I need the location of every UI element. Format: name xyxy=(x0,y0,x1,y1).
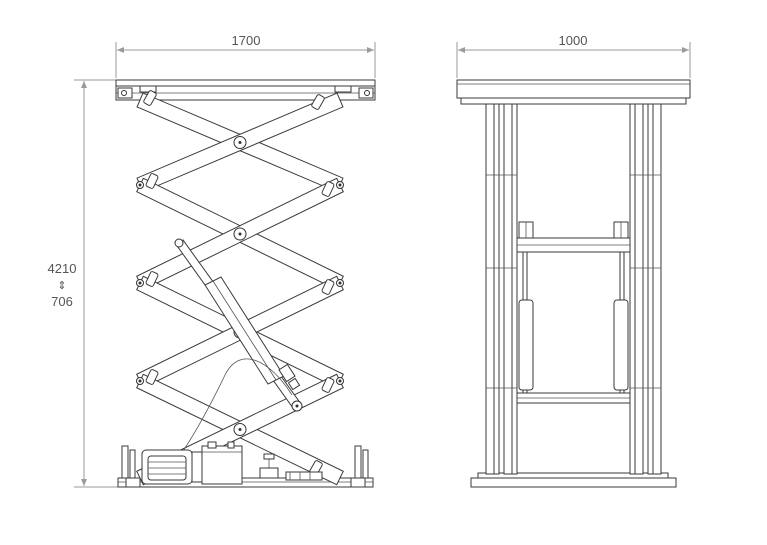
side-top-platform xyxy=(115,79,376,101)
scissor-center-pin-4-center xyxy=(238,428,242,431)
front-view xyxy=(456,79,691,488)
scissor-joint-right-3-center xyxy=(338,379,342,383)
front-width-label: 1000 xyxy=(559,33,588,48)
front-right-columns xyxy=(629,103,662,475)
dimension-height: 4210 ⇕ 706 xyxy=(48,79,118,488)
side-width-label: 1700 xyxy=(232,33,261,48)
scissor-joint-right-1-center xyxy=(338,183,342,187)
height-min-label: 706 xyxy=(51,294,73,309)
scissor-slot-left-1 xyxy=(145,173,159,189)
scissor-slot-left-3 xyxy=(145,369,159,385)
scissor-joint-left-2-center xyxy=(138,281,142,285)
scissor-joint-left-1-center xyxy=(138,183,142,187)
scissor-center-pin-1-center xyxy=(238,141,242,144)
front-top-platform xyxy=(456,79,691,105)
front-base-plate xyxy=(470,472,677,488)
height-range-icon: ⇕ xyxy=(57,279,66,292)
front-level-lines xyxy=(486,174,661,389)
scissor-slot-right-1 xyxy=(321,181,335,197)
power-unit xyxy=(141,441,323,485)
side-base-frame xyxy=(117,445,374,488)
dimension-front-width: 1000 xyxy=(456,33,691,78)
front-left-columns xyxy=(485,103,518,475)
scissor-center-pin-2-center xyxy=(238,232,242,236)
front-cylinder-frame xyxy=(516,221,631,404)
height-max-label: 4210 xyxy=(48,261,77,276)
scissor-joint-left-3-center xyxy=(138,379,142,383)
scissor-slot-top-left xyxy=(143,90,157,106)
dimension-side-width: 1700 xyxy=(115,33,376,78)
scissor-slot-top-right xyxy=(311,94,325,110)
scissor-slot-right-3 xyxy=(321,377,335,393)
scissor-arms xyxy=(136,90,344,486)
side-view xyxy=(115,79,376,488)
scissor-slot-right-2 xyxy=(321,279,335,295)
scissor-slot-left-2 xyxy=(145,271,159,287)
hydraulic-cylinder xyxy=(174,238,303,412)
scissor-joint-right-2-center xyxy=(338,281,342,285)
